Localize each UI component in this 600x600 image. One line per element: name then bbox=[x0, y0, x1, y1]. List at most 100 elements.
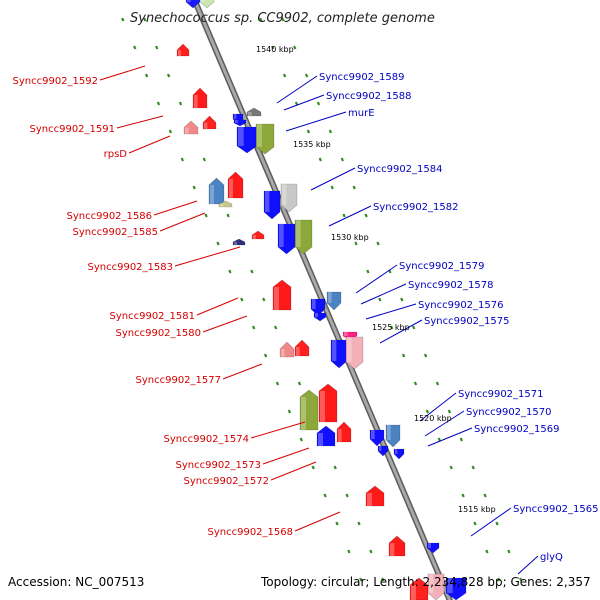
tick-dot bbox=[316, 101, 321, 106]
gene-label-left: Syncc9902_1583 bbox=[88, 262, 174, 273]
tick-dot bbox=[299, 437, 303, 442]
gene-arrow-highlight bbox=[281, 349, 285, 357]
gene-label-right: murE bbox=[348, 108, 375, 119]
gene-label-left: Syncc9902_1592 bbox=[13, 76, 99, 87]
tick-dot bbox=[275, 381, 280, 386]
gene-label-left: Syncc9902_1572 bbox=[184, 476, 270, 487]
gene-arrow-highlight bbox=[194, 95, 198, 108]
gene-arrow-highlight bbox=[428, 543, 431, 548]
tick-dot bbox=[437, 437, 441, 442]
tick-dot bbox=[347, 549, 351, 554]
gene-arrow-highlight bbox=[447, 578, 453, 593]
gene-arrow bbox=[318, 383, 338, 423]
gene-arrow bbox=[263, 190, 281, 220]
right-label-leader-line bbox=[283, 94, 325, 111]
gene-label-left: Syncc9902_1591 bbox=[30, 124, 116, 135]
tick-dot bbox=[447, 409, 452, 414]
tick-dot bbox=[252, 325, 256, 330]
gene-label-left: Syncc9902_1568 bbox=[208, 527, 294, 538]
tick-dot bbox=[282, 73, 287, 78]
tick-dot bbox=[250, 269, 254, 274]
tick-dot bbox=[519, 577, 523, 582]
tick-dot bbox=[156, 101, 161, 106]
tick-dot bbox=[357, 521, 361, 526]
gene-arrow bbox=[232, 238, 246, 246]
right-label-leader-line bbox=[310, 167, 356, 191]
tick-dot bbox=[471, 465, 475, 470]
gene-label-right: Syncc9902_1589 bbox=[319, 72, 405, 83]
gene-arrow bbox=[299, 389, 319, 431]
kbp-scale-label: 1515 kbp bbox=[458, 505, 496, 514]
tick-dot bbox=[381, 577, 385, 582]
tick-dot bbox=[304, 73, 309, 78]
gene-arrow bbox=[236, 126, 258, 154]
gene-arrow-highlight bbox=[296, 220, 301, 247]
tick-dot bbox=[121, 17, 125, 22]
right-label-leader-line bbox=[424, 410, 465, 437]
gene-arrow bbox=[326, 291, 342, 311]
gene-arrow-highlight bbox=[248, 112, 252, 116]
gene-arrow-highlight bbox=[347, 337, 352, 362]
gene-arrow-highlight bbox=[320, 391, 325, 422]
tick-dot bbox=[143, 17, 147, 22]
gene-label-left: Syncc9902_1573 bbox=[176, 460, 262, 471]
gene-arrow bbox=[330, 339, 348, 369]
gene-label-left: rpsD bbox=[104, 149, 128, 160]
gene-arrow-highlight bbox=[229, 179, 233, 198]
gene-arrow bbox=[388, 535, 406, 557]
gene-arrow bbox=[393, 448, 405, 460]
tick-dot bbox=[483, 493, 487, 498]
gene-label-left: Syncc9902_1585 bbox=[73, 227, 159, 238]
gene-arrow bbox=[313, 312, 327, 322]
tick-dot bbox=[262, 297, 266, 302]
left-label-leader-line bbox=[174, 246, 241, 267]
tick-dot bbox=[497, 577, 501, 582]
gene-arrow bbox=[377, 445, 389, 457]
tick-dot bbox=[423, 353, 428, 358]
gene-arrow-highlight bbox=[312, 299, 316, 309]
right-label-leader-line bbox=[360, 283, 407, 305]
gene-arrow bbox=[176, 43, 190, 57]
kbp-scale-label: 1525 kbp bbox=[372, 323, 410, 332]
gene-arrow-highlight bbox=[367, 493, 372, 506]
tick-dot bbox=[166, 73, 171, 78]
gene-arrow bbox=[192, 87, 208, 109]
gene-arrow bbox=[218, 200, 233, 208]
left-label-leader-line bbox=[159, 212, 206, 232]
gene-arrow bbox=[294, 219, 313, 255]
gene-label-right: Syncc9902_1579 bbox=[399, 261, 485, 272]
gene-arrow bbox=[345, 336, 364, 370]
gene-label-right: Syncc9902_1569 bbox=[474, 424, 560, 435]
kbp-scale-label: 1520 kbp bbox=[414, 414, 452, 423]
gene-arrow-highlight bbox=[234, 114, 237, 119]
gene-arrow-highlight bbox=[279, 224, 284, 247]
gene-arrow-highlight bbox=[296, 347, 300, 356]
tick-dot bbox=[495, 521, 499, 526]
gene-arrow bbox=[427, 573, 445, 600]
tick-dot bbox=[180, 157, 184, 162]
tick-dot bbox=[378, 297, 382, 302]
gene-label-right: Syncc9902_1578 bbox=[408, 280, 494, 291]
tick-dot bbox=[192, 185, 196, 190]
gene-label-right: Syncc9902_1582 bbox=[373, 202, 459, 213]
gene-arrow-highlight bbox=[338, 429, 342, 442]
tick-dot bbox=[400, 297, 404, 302]
gene-arrow-highlight bbox=[220, 204, 224, 207]
tick-dot bbox=[401, 353, 406, 358]
tick-dot bbox=[216, 241, 220, 246]
tick-dot bbox=[345, 493, 349, 498]
left-label-leader-line bbox=[99, 65, 146, 81]
tick-dot bbox=[294, 101, 299, 106]
tick-dot bbox=[228, 269, 232, 274]
left-label-leader-line bbox=[202, 315, 248, 333]
gene-arrow-highlight bbox=[282, 184, 287, 205]
kbp-scale-label: 1540 kbp bbox=[256, 45, 294, 54]
tick-dot bbox=[202, 157, 206, 162]
gene-arrow-highlight bbox=[371, 430, 375, 439]
gene-arrow-highlight bbox=[253, 235, 256, 239]
tick-dot bbox=[263, 353, 268, 358]
tick-dot bbox=[425, 409, 430, 414]
gene-arrow bbox=[255, 123, 275, 155]
tick-dot bbox=[323, 493, 327, 498]
gene-arrow-highlight bbox=[387, 425, 391, 440]
